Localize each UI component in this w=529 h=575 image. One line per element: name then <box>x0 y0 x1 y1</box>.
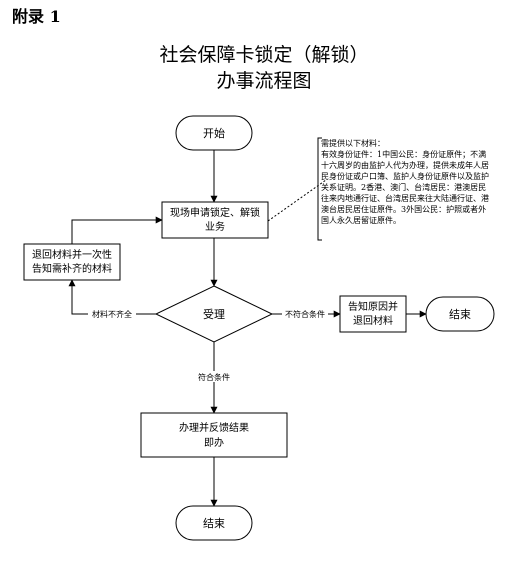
apply-node: 现场申请锁定、解锁 业务 <box>161 201 269 239</box>
edge-label-incomplete: 材料不齐全 <box>92 309 132 319</box>
accept-decision: 受理 <box>154 285 274 343</box>
process-node: 办理并反馈结果 即办 <box>140 412 288 458</box>
note-line-1: 需提供以下材料： <box>321 138 385 148</box>
notify-label-line1: 告知原因并 <box>348 300 398 313</box>
page-title-line2: 办事流程图 <box>216 70 311 92</box>
process-label-line1: 办理并反馈结果 <box>179 421 249 434</box>
end-bottom-node: 结束 <box>175 505 253 541</box>
start-label: 开始 <box>203 126 225 140</box>
note-line-6: 往来内地通行证、台湾居民来往大陆通行证、港 <box>321 193 489 203</box>
notify-label-line2: 退回材料 <box>353 314 393 327</box>
return-materials-node: 退回材料并一次性 告知需补齐的材料 <box>23 243 121 281</box>
return-label-line1: 退回材料并一次性 <box>32 248 112 261</box>
apply-label-line2: 业务 <box>205 220 225 233</box>
process-label-line2: 即办 <box>204 436 224 449</box>
notify-node: 告知原因并 退回材料 <box>339 295 407 333</box>
page-title-line1: 社会保障卡锁定（解锁） <box>159 44 368 66</box>
start-node: 开始 <box>175 115 253 151</box>
end-right-label: 结束 <box>449 308 471 321</box>
edge-label-qualified: 符合条件 <box>198 372 230 382</box>
note-line-5: 关系证明。2香港、澳门、台湾居民：港澳居民 <box>321 182 486 192</box>
appendix-label: 附录 1 <box>12 7 61 26</box>
apply-label-line1: 现场申请锁定、解锁 <box>170 206 260 219</box>
edge-label-bg-incomplete <box>88 308 136 319</box>
end-right-node: 结束 <box>425 296 495 332</box>
note-line-2: 有效身份证件：1中国公民：身份证原件；不满 <box>321 149 486 159</box>
requirements-note: 需提供以下材料： 有效身份证件：1中国公民：身份证原件；不满 十六周岁的由监护人… <box>317 137 489 241</box>
note-line-8: 国人永久居留证原件。 <box>321 215 401 225</box>
note-line-7: 澳台居民居住证原件。3外国公民：护照或者外 <box>321 204 486 214</box>
return-label-line2: 告知需补齐的材料 <box>32 262 112 275</box>
note-connector <box>267 179 327 222</box>
note-line-3: 十六周岁的由监护人代为办理，提供未成年人居 <box>321 160 489 170</box>
edge-label-not-qualified: 不符合条件 <box>285 309 325 319</box>
edge-label-bg-qualified <box>192 371 236 382</box>
accept-label: 受理 <box>203 308 225 321</box>
end-bottom-label: 结束 <box>203 517 225 530</box>
edge-label-bg-not-qualified <box>282 308 328 319</box>
note-line-4: 民身份证或户口簿、监护人身份证原件以及监护 <box>321 171 489 181</box>
edge-return-apply <box>71 216 163 244</box>
